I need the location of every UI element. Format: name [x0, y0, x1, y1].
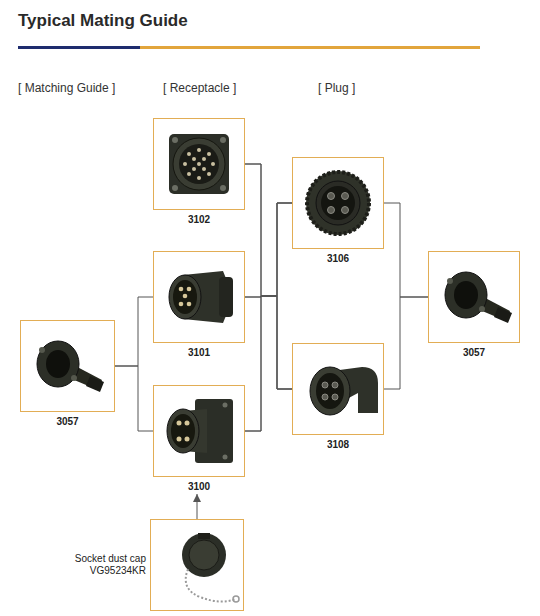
connector-card: 3106 [292, 157, 384, 264]
column-header: [ Plug ] [318, 81, 355, 95]
connector-card: 3057 [428, 251, 520, 358]
part-number: 3108 [327, 439, 349, 450]
bracket-line [245, 203, 292, 431]
photo-frame [292, 343, 384, 435]
photo-frame [153, 385, 245, 477]
bracket-line [245, 164, 292, 296]
photo-frame [20, 320, 115, 412]
bracket-line [115, 297, 153, 366]
bracket-line [245, 296, 292, 389]
part-number: 3106 [327, 253, 349, 264]
photo-frame [150, 519, 244, 611]
photo-frame [428, 251, 520, 343]
part-number: 3102 [188, 214, 210, 225]
bracket-line [384, 297, 428, 389]
part-number: 3101 [188, 347, 210, 358]
clamp-photo [445, 272, 512, 323]
part-caption: Socket dust cap VG95234KR [70, 553, 146, 578]
plug-photo [306, 171, 370, 235]
column-header: [ Receptacle ] [163, 81, 236, 95]
title-rule [18, 46, 140, 49]
title-rule [140, 46, 480, 49]
receptacle-photo [169, 271, 233, 323]
page-title: Typical Mating Guide [18, 11, 188, 31]
bracket-line [384, 203, 428, 297]
bracket-line [115, 366, 153, 431]
receptacle-photo [169, 134, 229, 194]
receptacle-photo [167, 399, 233, 463]
column-header: [ Matching Guide ] [18, 81, 115, 95]
connector-card: Socket dust cap VG95234KR [70, 519, 244, 611]
part-number: 3057 [56, 416, 78, 427]
connector-card: 3108 [292, 343, 384, 450]
connector-card: 3100 [153, 385, 245, 492]
bracket-line [245, 296, 292, 431]
clamp-photo [37, 341, 104, 392]
arrow-line [197, 494, 198, 519]
plug-photo [310, 367, 378, 415]
bracket-line [245, 203, 292, 297]
connector-card: 3102 [153, 118, 245, 225]
part-number: 3100 [188, 481, 210, 492]
photo-frame [292, 157, 384, 249]
connector-card: 3101 [153, 251, 245, 358]
photo-frame [153, 251, 245, 343]
connector-card: 3057 [20, 320, 115, 427]
part-number: 3057 [463, 347, 485, 358]
bracket-line [245, 164, 292, 389]
photo-frame [153, 118, 245, 210]
dust-cap-photo [182, 533, 239, 602]
